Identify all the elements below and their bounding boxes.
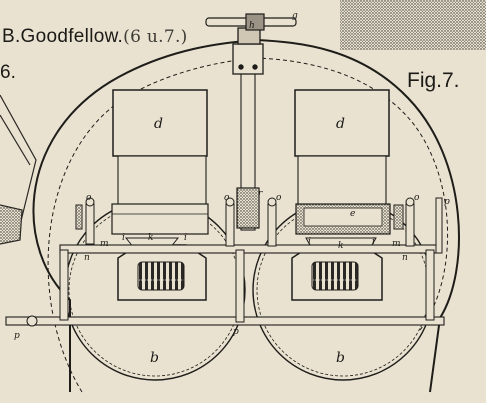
caption-author: B.Goodfellow. (2, 26, 124, 47)
label-grate-right: k (338, 241, 343, 251)
label-boiler-right: b (336, 350, 345, 366)
adjacent-figure-fragment (0, 0, 486, 245)
label-valve-1: o (86, 193, 92, 203)
figure-7-number: Fig.7. (407, 69, 460, 92)
gear-housing-right (295, 203, 391, 235)
label-valve-3: o (276, 193, 282, 203)
label-nozzle-left: n (84, 253, 90, 263)
label-chamber-left: d (154, 116, 163, 132)
label-nozzle-right: n (402, 253, 408, 263)
chamber-right (294, 89, 390, 207)
label-gear: e (350, 209, 355, 219)
label-bracket-right: i (372, 237, 375, 247)
part-labels: d d b b h g r e k k i i i i n n m m o o … (14, 11, 450, 366)
label-valve-2: o (224, 193, 230, 203)
label-grate-left: k (148, 233, 153, 243)
valve-fittings (75, 197, 415, 247)
label-cock-left: m (100, 239, 109, 249)
label-shaft-head: h (249, 21, 255, 31)
label-pipe-center: p (233, 327, 239, 337)
label-bracket-inner-right: i (308, 237, 311, 247)
figure-6-number: 6. (0, 62, 16, 83)
label-handle: g (292, 11, 298, 21)
pipework (5, 197, 445, 327)
chamber-left (112, 89, 208, 207)
figure-caption: B.Goodfellow.(6 u.7.) (2, 26, 188, 48)
label-cock-right: m (392, 239, 401, 249)
label-boiler-left: b (150, 350, 159, 366)
label-pipe-right: p (444, 197, 450, 207)
firebox-left (117, 237, 207, 301)
label-bracket-inner-left: i (184, 233, 187, 243)
caption-reference: (6 u.7.) (123, 27, 188, 47)
label-chamber-right: d (336, 116, 345, 132)
gear-housing-left (111, 203, 209, 235)
label-pipe-left: p (14, 331, 20, 341)
central-shaft (205, 13, 297, 231)
label-bracket-left: i (122, 233, 125, 243)
label-pulley: r (258, 189, 263, 199)
label-valve-4: o (414, 193, 420, 203)
